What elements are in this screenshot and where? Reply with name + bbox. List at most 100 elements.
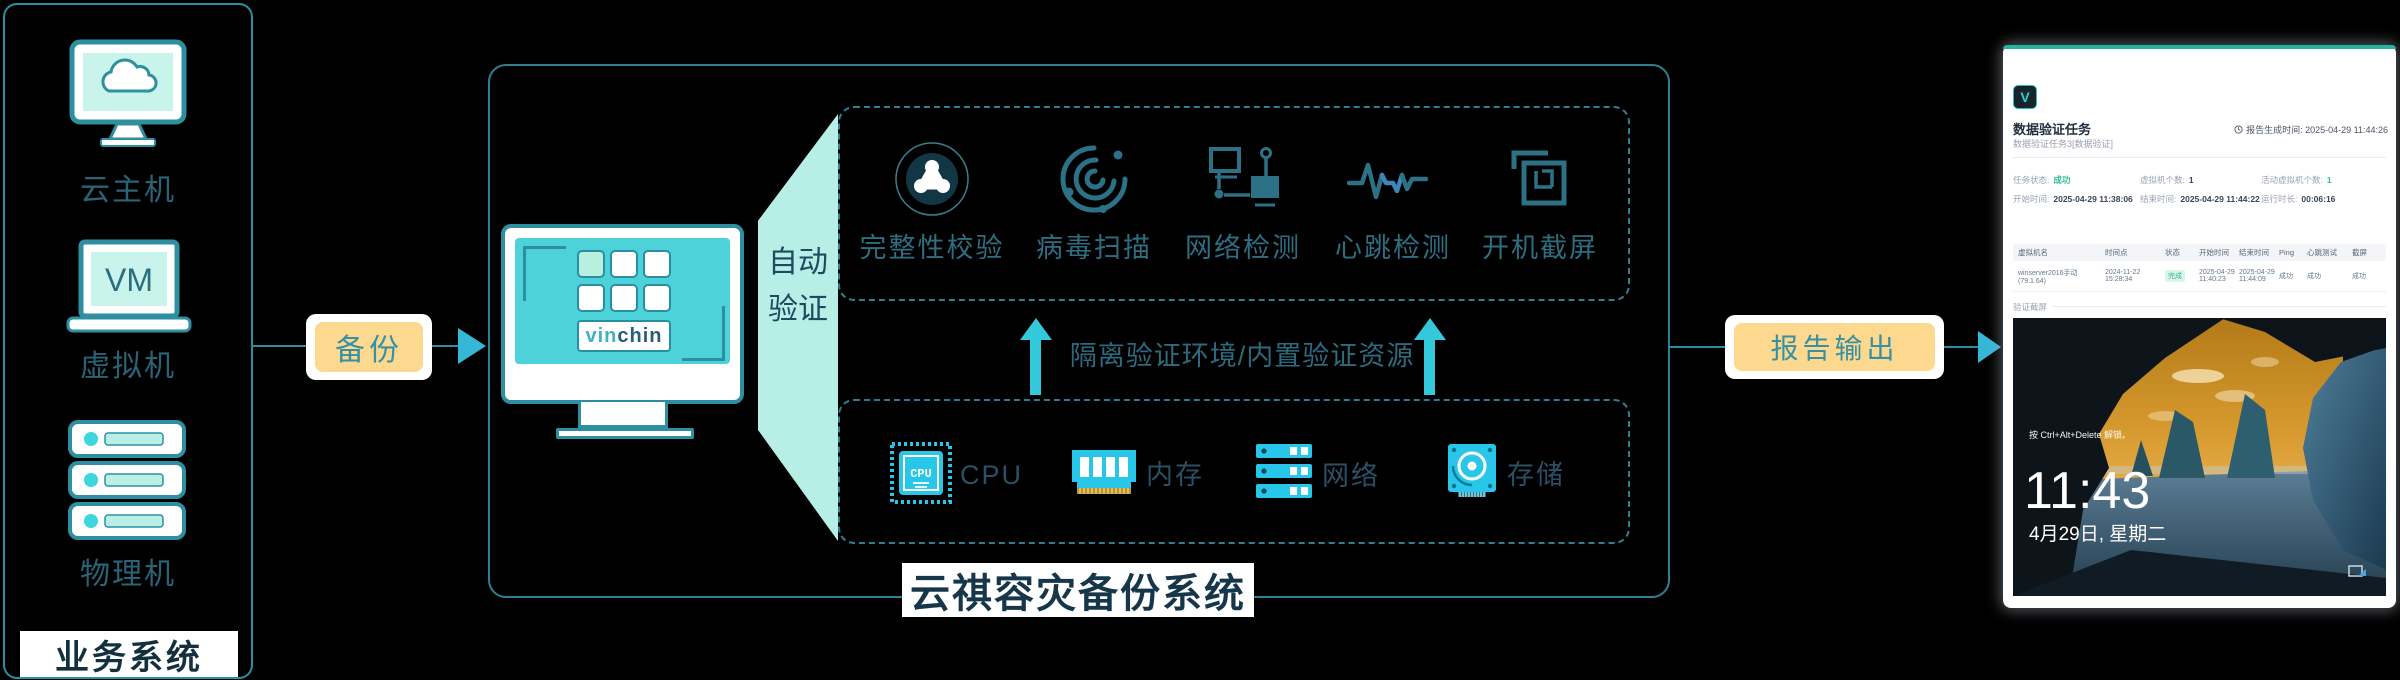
vm-start: 2025-04-29 11:40:23: [2199, 269, 2235, 283]
lockscreen-time: 11:43: [2024, 462, 2150, 520]
resource-cpu: CPU CPU: [888, 440, 1023, 511]
network-status-icon: [2348, 565, 2366, 577]
field-end-time: 结束时间:2025-04-29 11:44:22: [2140, 194, 2260, 204]
cloud-host-label: 云主机: [80, 174, 176, 207]
field-active-vm-count: 活动虚拟机个数:1: [2261, 175, 2332, 185]
connector-line: [1668, 346, 1725, 348]
verify-item-network: 网络检测: [1158, 136, 1328, 265]
app-tile: [577, 284, 605, 312]
monitor-base: [556, 428, 694, 439]
resource-label: 存储: [1507, 460, 1565, 490]
system-title: 云祺容灾备份系统: [910, 572, 1246, 616]
backup-label: 备份: [335, 334, 403, 367]
unlock-hint-text: 按 Ctrl+Alt+Delete 解锁。: [2029, 429, 2131, 440]
verify-resources-box: [838, 399, 1630, 544]
verify-item-label: 开机截屏: [1482, 233, 1598, 263]
table-header-row: 虚拟机名 时间点 状态 开始时间 结束时间 Ping 心跳测试 截屏: [2013, 244, 2386, 261]
isolated-env-label: 隔离验证环境/内置验证资源: [1069, 341, 1415, 371]
lockscreen-date: 4月29日, 星期二: [2029, 523, 2166, 545]
backup-flow-box: 备份: [306, 314, 432, 380]
lockscreen-image: 按 Ctrl+Alt+Delete 解锁。 11:43 4月29日, 星期二: [2013, 318, 2386, 596]
boot-screenshot-icon: [1455, 136, 1625, 222]
connector-line: [251, 345, 306, 347]
verify-item-heartbeat: 心跳检测: [1308, 136, 1478, 265]
app-tile: [610, 250, 638, 278]
vm-label: 虚拟机: [80, 350, 176, 383]
cloud-host-icon: [69, 39, 187, 154]
network-servers-icon: [1252, 440, 1316, 507]
vm-status: 完成: [2165, 270, 2199, 282]
verify-item-virus: 病毒扫描: [1009, 136, 1179, 265]
arrow-right-icon: [1978, 331, 2001, 363]
app-tile: [577, 250, 605, 278]
report-title: 数据验证任务: [2013, 122, 2092, 137]
app-tile: [643, 250, 671, 278]
vm-time-point: 2024-11-22 15:28:34: [2105, 269, 2141, 283]
report-output-label: 报告输出: [1770, 333, 1899, 364]
screen-bracket-icon: [682, 306, 725, 361]
divider: [2053, 306, 2386, 307]
vm-name: winserver2016手动 (79.1.64): [2018, 269, 2078, 285]
cpu-chip-text: CPU: [910, 467, 932, 481]
network-check-icon: [1158, 136, 1328, 222]
vinchin-logo-part2: chin: [617, 324, 663, 347]
field-start-time: 开始时间:2025-04-29 11:38:06: [2013, 194, 2133, 204]
memory-icon: [1068, 440, 1140, 505]
status-badge: 完成: [2165, 270, 2185, 282]
resource-storage: 存储: [1443, 440, 1565, 505]
field-task-status: 任务状态:成功: [2013, 175, 2071, 185]
up-arrow-icon: [1414, 318, 1446, 395]
screen-bracket-icon: [523, 246, 566, 301]
clock-icon: [2234, 125, 2243, 134]
verify-methods-box: [838, 106, 1630, 301]
auto-verify-label: 自动 验证: [768, 246, 828, 326]
verify-item-screenshot: 开机截屏: [1455, 136, 1625, 265]
divider: [2013, 157, 2386, 158]
resource-label: 网络: [1322, 461, 1380, 491]
arrow-right-icon: [458, 328, 486, 364]
verify-item-label: 完整性校验: [859, 233, 1005, 263]
vm-result-table: 虚拟机名 时间点 状态 开始时间 结束时间 Ping 心跳测试 截屏 winse…: [2013, 244, 2386, 292]
vm-laptop-icon: VM: [65, 239, 193, 340]
verify-item-label: 心跳检测: [1335, 233, 1451, 263]
business-system-panel: 云主机 VM 虚拟机: [3, 3, 253, 679]
report-generated-time: 报告生成时间: 2025-04-29 11:44:26: [2234, 123, 2388, 136]
system-title-box: 云祺容灾备份系统: [902, 563, 1254, 617]
heartbeat-icon: [1308, 136, 1478, 222]
business-system-title: 业务系统: [55, 638, 203, 677]
monitor-stand: [578, 402, 668, 428]
app-tile: [643, 284, 671, 312]
field-duration: 运行时长:00:06:16: [2261, 194, 2336, 204]
vm-screen-text: VM: [105, 262, 153, 298]
vinchin-v-logo: V: [2013, 85, 2037, 109]
screenshot-section-label: 验证截屏: [2013, 302, 2048, 312]
vinchin-logo-part1: vin: [585, 324, 618, 347]
vm-screenshot: 成功: [2352, 273, 2366, 280]
field-vm-count: 虚拟机个数:1: [2140, 175, 2194, 185]
report-flow-box: 报告输出: [1725, 315, 1944, 379]
connector-line: [432, 345, 458, 347]
resource-memory: 内存: [1068, 440, 1204, 505]
report-accent-bar: [2003, 45, 2396, 49]
verification-screenshot: 按 Ctrl+Alt+Delete 解锁。 11:43 4月29日, 星期二: [2013, 318, 2386, 596]
virus-scan-icon: [1009, 136, 1179, 222]
vm-end: 2025-04-29 11:44:09: [2239, 269, 2275, 283]
vm-heartbeat: 成功: [2307, 273, 2321, 280]
verify-item-label: 病毒扫描: [1036, 233, 1152, 263]
report-subtitle: 数据验证任务3[数据验证]: [2013, 139, 2114, 149]
verify-item-label: 网络检测: [1185, 233, 1301, 263]
table-row: winserver2016手动 (79.1.64) 2024-11-22 15:…: [2013, 261, 2386, 292]
resource-label: 内存: [1146, 460, 1204, 490]
physical-label: 物理机: [80, 558, 176, 591]
app-tile: [610, 284, 638, 312]
verify-item-integrity: 完整性校验: [847, 136, 1017, 265]
storage-icon: [1443, 440, 1501, 505]
integrity-check-icon: [847, 136, 1017, 222]
cpu-icon: CPU: [888, 440, 954, 511]
resource-label: CPU: [960, 460, 1024, 490]
physical-server-icon: [67, 419, 187, 546]
verification-report-panel: V 数据验证任务 数据验证任务3[数据验证] 报告生成时间: 2025-04-2…: [2003, 45, 2396, 608]
connector-line: [1944, 346, 1978, 348]
